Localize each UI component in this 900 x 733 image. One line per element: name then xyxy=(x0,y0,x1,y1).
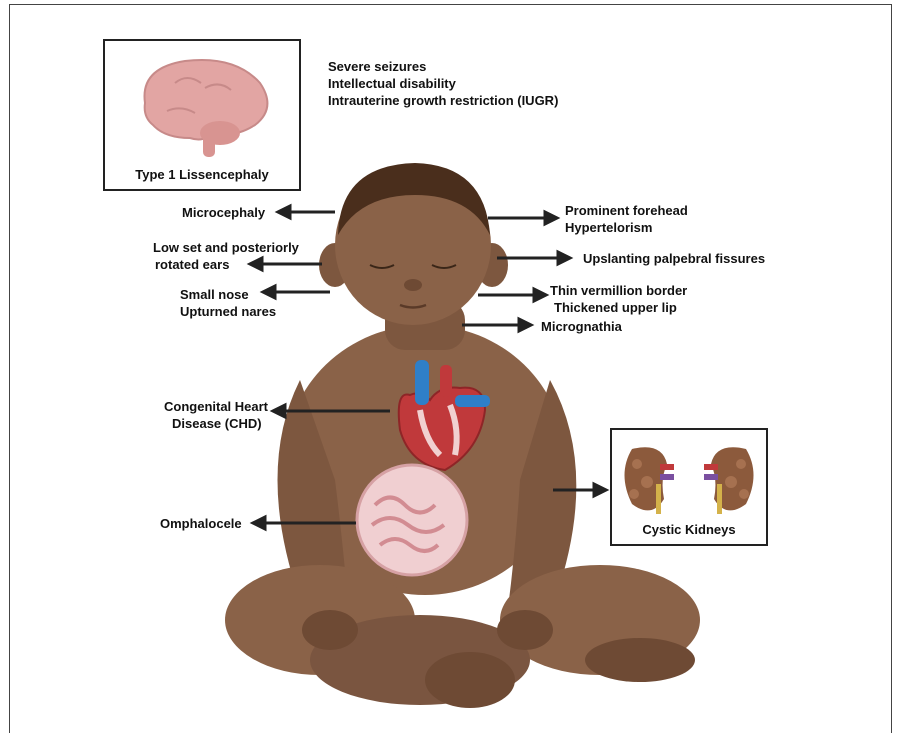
right-kidney xyxy=(704,447,754,514)
brain-box-caption: Type 1 Lissencephaly xyxy=(105,167,299,182)
label-ears-line1: Low set and posteriorly xyxy=(153,239,299,256)
nose xyxy=(404,279,422,291)
left-kidney xyxy=(625,447,675,514)
note-intellectual-disability: Intellectual disability xyxy=(328,75,456,92)
brain-icon xyxy=(105,43,299,163)
label-ears-line2: rotated ears xyxy=(155,256,229,273)
label-chd-line1: Congenital Heart xyxy=(164,398,268,415)
label-omphalocele: Omphalocele xyxy=(160,515,242,532)
omphalocele-illustration xyxy=(357,465,467,575)
label-forehead-line2: Hypertelorism xyxy=(565,219,652,236)
label-micrognathia: Micrognathia xyxy=(541,318,622,335)
note-iugr: Intrauterine growth restriction (IUGR) xyxy=(328,92,558,109)
label-lip-line2: Thickened upper lip xyxy=(554,299,677,316)
kidney-box-caption: Cystic Kidneys xyxy=(612,522,766,537)
kidneys-icon xyxy=(612,434,766,519)
label-chd-line2: Disease (CHD) xyxy=(172,415,262,432)
label-microcephaly: Microcephaly xyxy=(182,204,265,221)
kidney-box: Cystic Kidneys xyxy=(610,428,768,546)
baby-head xyxy=(319,163,508,325)
label-nose-line2: Upturned nares xyxy=(180,303,276,320)
note-seizures: Severe seizures xyxy=(328,58,426,75)
label-nose-line1: Small nose xyxy=(180,286,249,303)
label-lip-line1: Thin vermillion border xyxy=(550,282,687,299)
label-palpebral: Upslanting palpebral fissures xyxy=(583,250,765,267)
brain-box: Type 1 Lissencephaly xyxy=(103,39,301,191)
label-forehead-line1: Prominent forehead xyxy=(565,202,688,219)
